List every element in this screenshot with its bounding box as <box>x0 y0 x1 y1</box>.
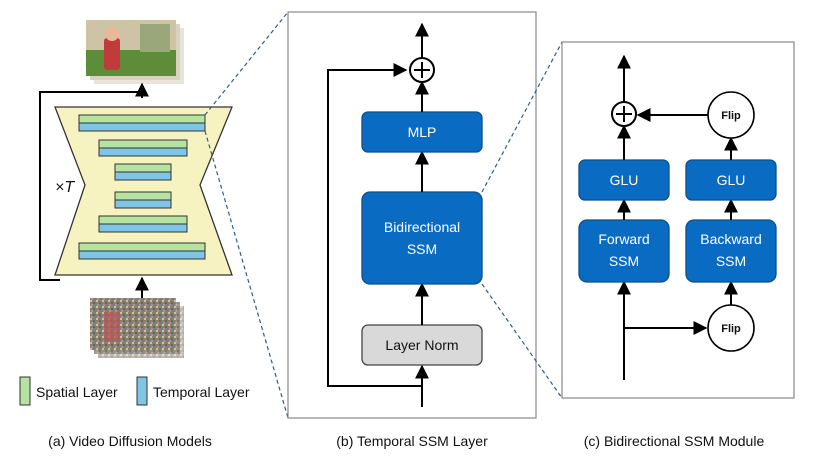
bidirectional-ssm-block <box>361 191 483 285</box>
zoom-connector-a-top <box>204 11 289 116</box>
output-video-frames <box>86 20 184 84</box>
legend: Spatial Layer Temporal Layer <box>19 376 250 406</box>
layer-norm-label: Layer Norm <box>385 337 458 353</box>
flip-bottom-label: Flip <box>721 323 741 335</box>
panel-c-bidirectional-ssm: Flip Forward SSM Backward SSM GLU GLU Fl… <box>561 41 795 449</box>
add-node-b <box>409 57 435 83</box>
caption-b: (b) Temporal SSM Layer <box>336 433 488 449</box>
bidirectional-ssm-label-line1: Bidirectional <box>384 219 460 235</box>
glu-right-label: GLU <box>717 172 746 188</box>
flip-top-label: Flip <box>721 110 741 122</box>
unet-layers <box>78 114 206 260</box>
backward-ssm-label-line2: SSM <box>716 253 746 269</box>
caption-a: (a) Video Diffusion Models <box>48 433 212 449</box>
zoom-connector-b-bottom <box>481 283 563 399</box>
legend-spatial-label: Spatial Layer <box>36 384 118 400</box>
caption-c: (c) Bidirectional SSM Module <box>584 433 765 449</box>
panel-a-video-diffusion: ×T Spatial Layer Temporal Layer (a) Vide… <box>19 20 250 449</box>
bidirectional-ssm-label-line2: SSM <box>407 241 437 257</box>
legend-temporal-swatch <box>136 376 148 406</box>
add-node-c <box>611 101 637 127</box>
times-t-label: ×T <box>55 179 75 196</box>
zoom-connector-b-top <box>481 41 563 193</box>
zoom-connector-a-bottom <box>204 130 289 419</box>
mlp-label: MLP <box>408 124 437 140</box>
legend-temporal-label: Temporal Layer <box>153 384 250 400</box>
glu-left-label: GLU <box>610 172 639 188</box>
forward-ssm-label-line2: SSM <box>609 253 639 269</box>
panel-b-temporal-ssm-layer: Layer Norm Bidirectional SSM MLP (b) Tem… <box>287 11 537 449</box>
backward-ssm-label-line1: Backward <box>700 231 761 247</box>
backward-ssm-block <box>685 219 777 283</box>
forward-ssm-label-line1: Forward <box>598 231 649 247</box>
input-noisy-video-frames <box>90 298 184 358</box>
forward-ssm-block <box>578 219 670 283</box>
legend-spatial-swatch <box>19 376 31 406</box>
